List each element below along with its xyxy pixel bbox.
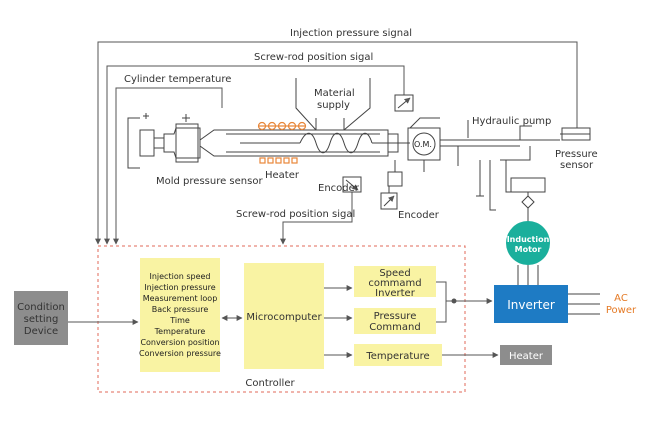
microcomputer-label: Microcomputer	[246, 312, 322, 323]
pressure-sensor-label-2: sensor	[560, 160, 594, 171]
setting-item: Temperature	[154, 327, 206, 336]
encoder-right-label: Encoder	[398, 210, 440, 221]
ac-power-lines	[568, 293, 600, 315]
pressure-sensor-label-1: Pressure	[555, 149, 598, 160]
induction-motor	[506, 221, 550, 265]
mold-pressure-sensor-label: Mold pressure sensor	[156, 176, 263, 187]
condition-device-label-2: setting	[24, 314, 59, 325]
material-supply-label-2: supply	[317, 100, 350, 111]
screw-position-sensor	[394, 94, 414, 112]
speed-command-label-1: Speed	[379, 268, 410, 279]
setting-item: Injection speed	[149, 272, 210, 281]
condition-device-label-1: Condition	[17, 302, 65, 313]
ac-power-label-1: AC	[614, 293, 628, 304]
heater-output-label: Heater	[509, 351, 544, 362]
controller-boundary	[97, 245, 466, 393]
injection-machine	[127, 78, 410, 169]
encoder-right	[380, 160, 403, 210]
encoder-left-label: Encoder	[318, 183, 360, 194]
settings-list: Injection speed Injection pressure Measu…	[139, 272, 221, 358]
cylinder-heater-coils	[257, 121, 307, 164]
om-motor	[407, 117, 441, 172]
ac-power-label-2: Power	[606, 305, 637, 316]
setting-item: Time	[169, 316, 190, 325]
screw-rod-position-bottom-label: Screw-rod position sigal	[236, 209, 355, 220]
temperature-label: Temperature	[365, 351, 429, 362]
encoder-left	[342, 176, 362, 193]
junction-dot	[451, 298, 457, 304]
inverter-label: Inverter	[507, 298, 555, 312]
speed-command-label-3: Inverter	[375, 288, 416, 299]
cylinder-temperature-label: Cylinder temperature	[124, 74, 231, 85]
setting-item: Conversion position	[140, 338, 219, 347]
controller-arrows	[68, 281, 499, 358]
controller-label: Controller	[245, 378, 295, 389]
temperature-box	[354, 344, 442, 366]
injection-pressure-signal-label: Injection pressure signal	[290, 28, 412, 39]
signal-lines	[95, 41, 578, 245]
setting-item: Conversion pressure	[139, 349, 221, 358]
condition-setting-device[interactable]	[14, 291, 68, 345]
setting-item: Injection pressure	[144, 283, 215, 292]
material-supply-label-1: Material	[314, 88, 355, 99]
hydraulic-piping	[440, 120, 591, 222]
microcomputer-box	[244, 263, 324, 369]
setting-item: Measurement loop	[143, 294, 218, 303]
setting-item: Back pressure	[152, 305, 209, 314]
om-label: O.M.	[414, 140, 432, 149]
speed-command-box	[354, 266, 436, 297]
motor-cables	[517, 265, 539, 286]
hydraulic-pump-label: Hydraulic pump	[472, 116, 551, 127]
settings-list-box	[140, 258, 220, 372]
heater-label: Heater	[265, 170, 300, 181]
pressure-command-label-1: Pressure	[374, 311, 417, 322]
pressure-command-label-2: Command	[369, 322, 420, 333]
induction-motor-label-2: Motor	[515, 245, 542, 254]
screw-rod-position-top-label: Screw-rod position sigal	[254, 52, 373, 63]
inverter-box	[494, 285, 568, 323]
induction-motor-label-1: Induction	[507, 235, 550, 244]
condition-device-label-3: Device	[24, 326, 58, 337]
heater-output-box	[500, 345, 552, 365]
pressure-command-box	[354, 308, 436, 334]
speed-command-label-2: commamd	[368, 278, 421, 289]
